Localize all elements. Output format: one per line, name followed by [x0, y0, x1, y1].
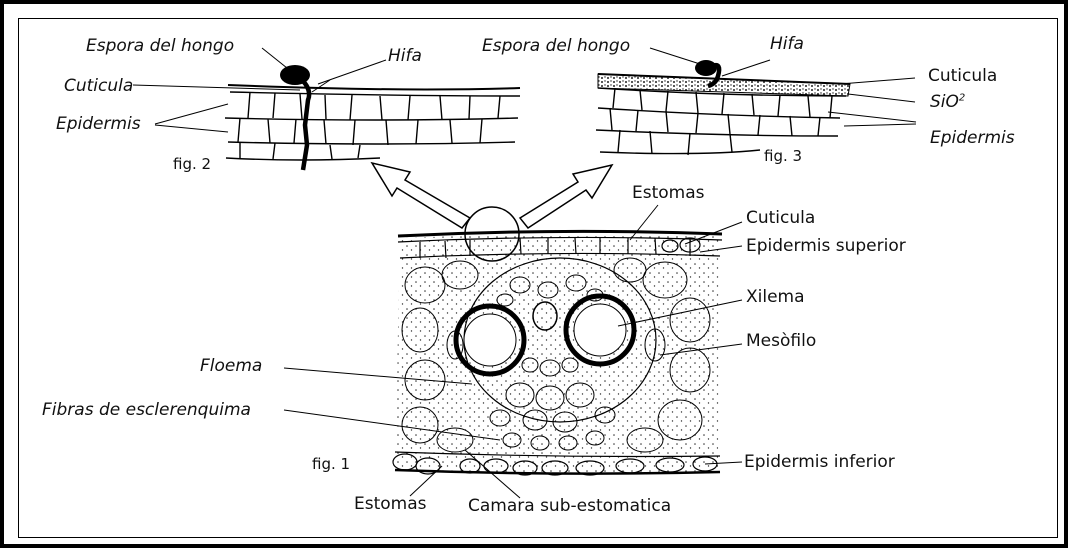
- fig3-sio2-base: SiO: [930, 92, 959, 112]
- fig2-hypha-label: Hifa: [388, 46, 422, 66]
- fig2-cuticle-label: Cuticula: [64, 76, 133, 96]
- epidermis-inferior-label: Epidermis inferior: [744, 452, 895, 472]
- floema-label: Floema: [200, 356, 262, 376]
- leaf-cross-section: [393, 207, 722, 475]
- fibras-label: Fibras de esclerenquima: [42, 400, 251, 420]
- xilema-label: Xilema: [746, 287, 805, 307]
- fig3-caption: fig. 3: [764, 146, 802, 166]
- zoom-arrows: [372, 163, 612, 228]
- fig2-caption: fig. 2: [173, 154, 211, 174]
- epidermis-superior-label: Epidermis superior: [746, 236, 906, 256]
- fig3-spore-label: Espora del hongo: [482, 36, 630, 56]
- mesofilo-label: Mesòfilo: [746, 331, 816, 351]
- estomas-bottom-label: Estomas: [354, 494, 427, 514]
- fig3-sio2-superscript: 2: [959, 92, 965, 103]
- fig1-caption: fig. 1: [312, 454, 350, 474]
- fig2-epidermis-label: Epidermis: [56, 114, 141, 134]
- camara-label: Camara sub-estomatica: [468, 496, 671, 516]
- fig3-inset: [596, 60, 850, 155]
- cuticle-main-label: Cuticula: [746, 208, 815, 228]
- estomas-top-label: Estomas: [632, 183, 705, 203]
- fig3-sio2-label: SiO2: [930, 92, 965, 112]
- fig2-inset: [225, 65, 520, 170]
- fig3-epidermis-label: Epidermis: [930, 128, 1015, 148]
- fig2-spore-label: Espora del hongo: [86, 36, 234, 56]
- fig3-cuticle-label: Cuticula: [928, 66, 997, 86]
- fig3-hypha-label: Hifa: [770, 34, 804, 54]
